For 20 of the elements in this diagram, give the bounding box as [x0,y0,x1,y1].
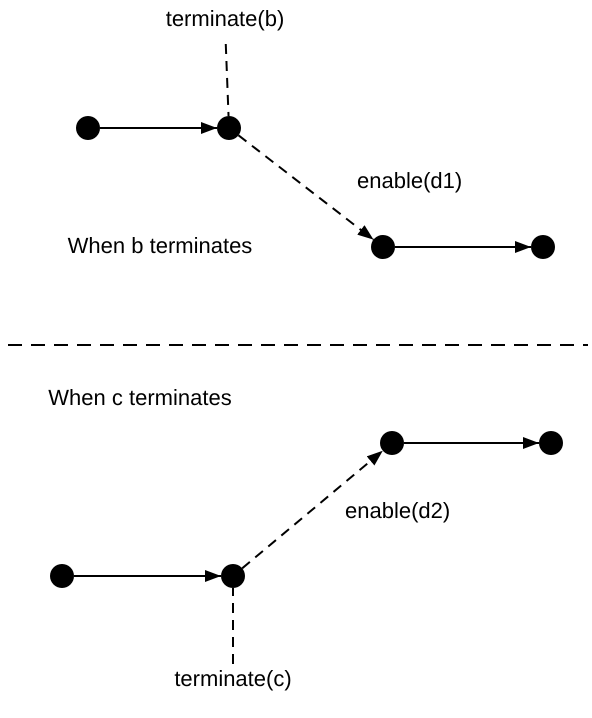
state-dot [221,564,245,588]
leader-line [232,588,234,664]
state-dot [50,564,74,588]
state-dot [531,235,555,259]
arrow [238,134,374,240]
event-label: terminate(b) [160,4,290,44]
state-dot [76,116,100,140]
arrow [74,570,221,582]
state-dot [371,235,395,259]
leader-line [224,44,230,116]
state-dot [539,431,563,455]
arrow [404,437,539,449]
state-dot [217,116,241,140]
caption-text: When c terminates [47,384,233,412]
caption-text: When b terminates [66,232,254,260]
state-dot [380,431,404,455]
arrow [395,241,531,253]
event-label: terminate(c) [168,664,298,704]
arrow [242,450,384,570]
arrow [100,122,217,134]
